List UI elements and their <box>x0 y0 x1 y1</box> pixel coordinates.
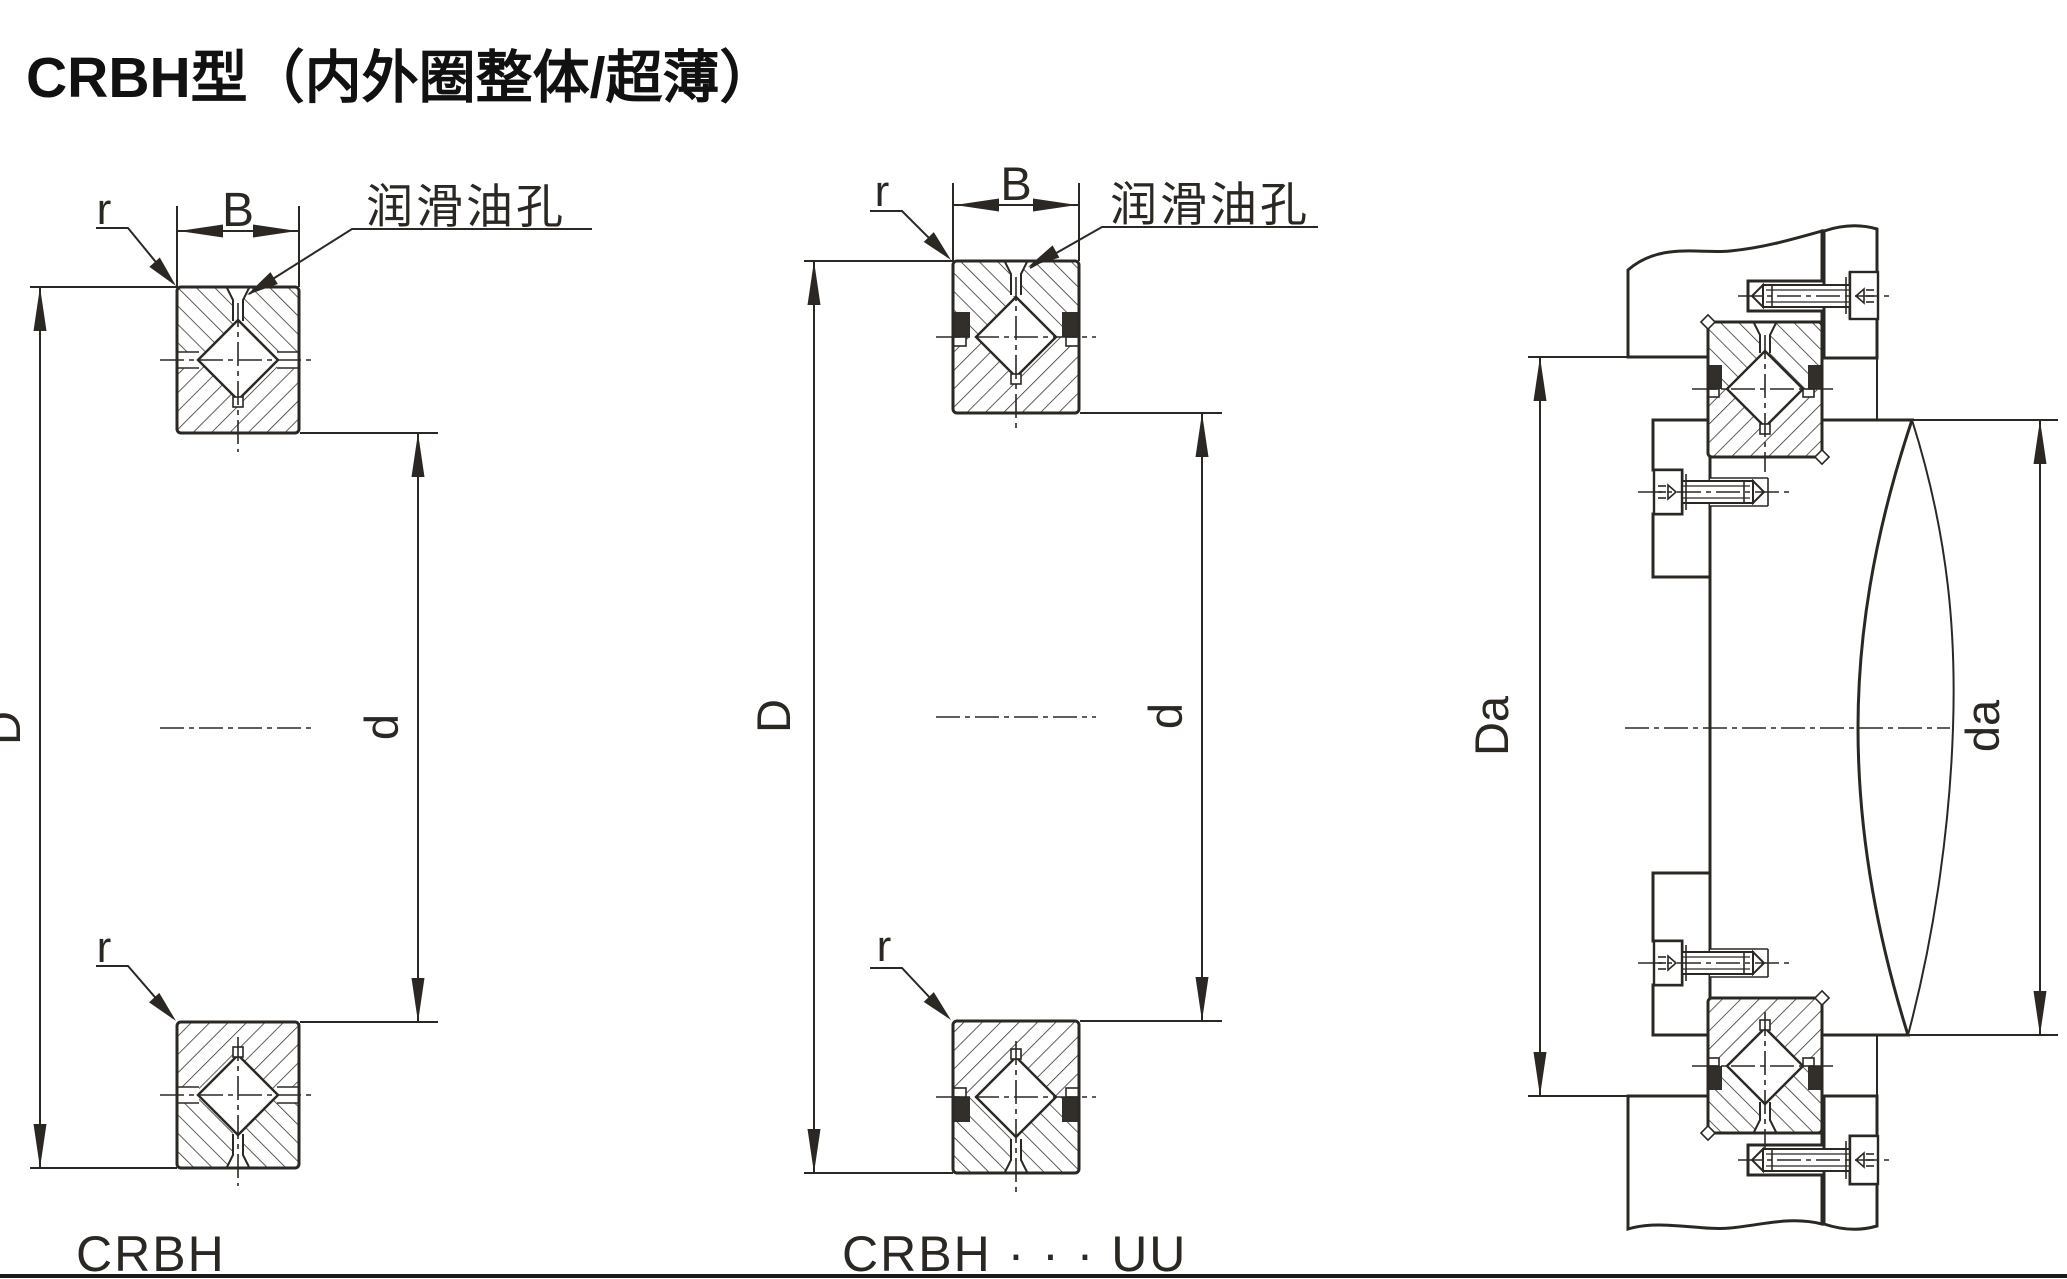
middle-dimension-d: d <box>1080 412 1222 1022</box>
label-outer-diameter-left: D <box>0 711 30 745</box>
middle-bottom-ring-section <box>936 1019 1096 1192</box>
middle-dimension-D: D <box>747 260 953 1174</box>
housing-bottom <box>1626 1094 1824 1232</box>
installed-bearing-bottom-section <box>1692 996 1838 1148</box>
label-radius-middle-top: r <box>875 167 890 216</box>
bolt-bottom-left <box>1638 939 1792 987</box>
chamfer-marks <box>1699 313 1831 1142</box>
shaft <box>1708 418 1955 1037</box>
model-name-crbh-uu: CRBH · · · UU <box>842 1226 1187 1279</box>
left-oil-hole-callout: 润滑油孔 <box>243 180 592 301</box>
middle-radius-callout-top: r <box>870 167 957 265</box>
left-dimension-d: d <box>300 432 438 1023</box>
label-bore-diameter-left: d <box>355 714 408 740</box>
left-bottom-ring-section <box>160 1020 316 1186</box>
left-dimension-B: B <box>176 184 300 287</box>
left-dimension-D: D <box>0 286 177 1169</box>
bolt-top-right <box>1738 270 1892 321</box>
left-radius-callout-bottom: r <box>96 923 182 1026</box>
label-outer-diameter-middle: D <box>747 699 800 733</box>
clamp-ring-top <box>1822 224 1879 360</box>
label-housing-shoulder-diameter: Da <box>1465 695 1518 756</box>
left-view-crbh: D d B r <box>0 180 592 1279</box>
bolt-bottom-right <box>1738 1134 1892 1186</box>
label-oil-hole-middle: 润滑油孔 <box>1110 178 1310 231</box>
clamp-ring-bottom <box>1822 1094 1879 1231</box>
installation-view: Da da <box>1465 224 2058 1232</box>
shaft-break-line <box>1907 419 1955 1036</box>
label-width-left: B <box>222 184 254 237</box>
left-top-ring-section <box>160 285 316 452</box>
middle-dimension-B: B <box>952 157 1080 261</box>
dimension-Da: Da <box>1465 356 1628 1097</box>
bolt-top-left <box>1638 468 1792 516</box>
label-oil-hole-left: 润滑油孔 <box>366 180 566 233</box>
dimension-da: da <box>1908 419 2058 1036</box>
label-shaft-shoulder-diameter: da <box>1956 699 2009 752</box>
model-name-crbh: CRBH <box>76 1226 226 1279</box>
label-width-middle: B <box>1000 157 1031 210</box>
label-radius-left-bottom: r <box>97 923 112 972</box>
middle-oil-hole-callout: 润滑油孔 <box>1024 178 1318 274</box>
housing-top <box>1626 229 1824 359</box>
left-radius-callout-top: r <box>96 185 182 291</box>
middle-top-ring-section <box>936 259 1096 428</box>
middle-view-crbh-uu: D d B r <box>747 157 1318 1279</box>
label-radius-left-top: r <box>97 185 112 234</box>
page-title: CRBH型（内外圈整体/超薄） <box>26 46 777 111</box>
middle-radius-callout-bottom: r <box>870 922 957 1025</box>
label-radius-middle-bottom: r <box>877 922 892 971</box>
label-bore-diameter-middle: d <box>1139 703 1192 729</box>
installed-bearing-top-section <box>1692 320 1838 472</box>
